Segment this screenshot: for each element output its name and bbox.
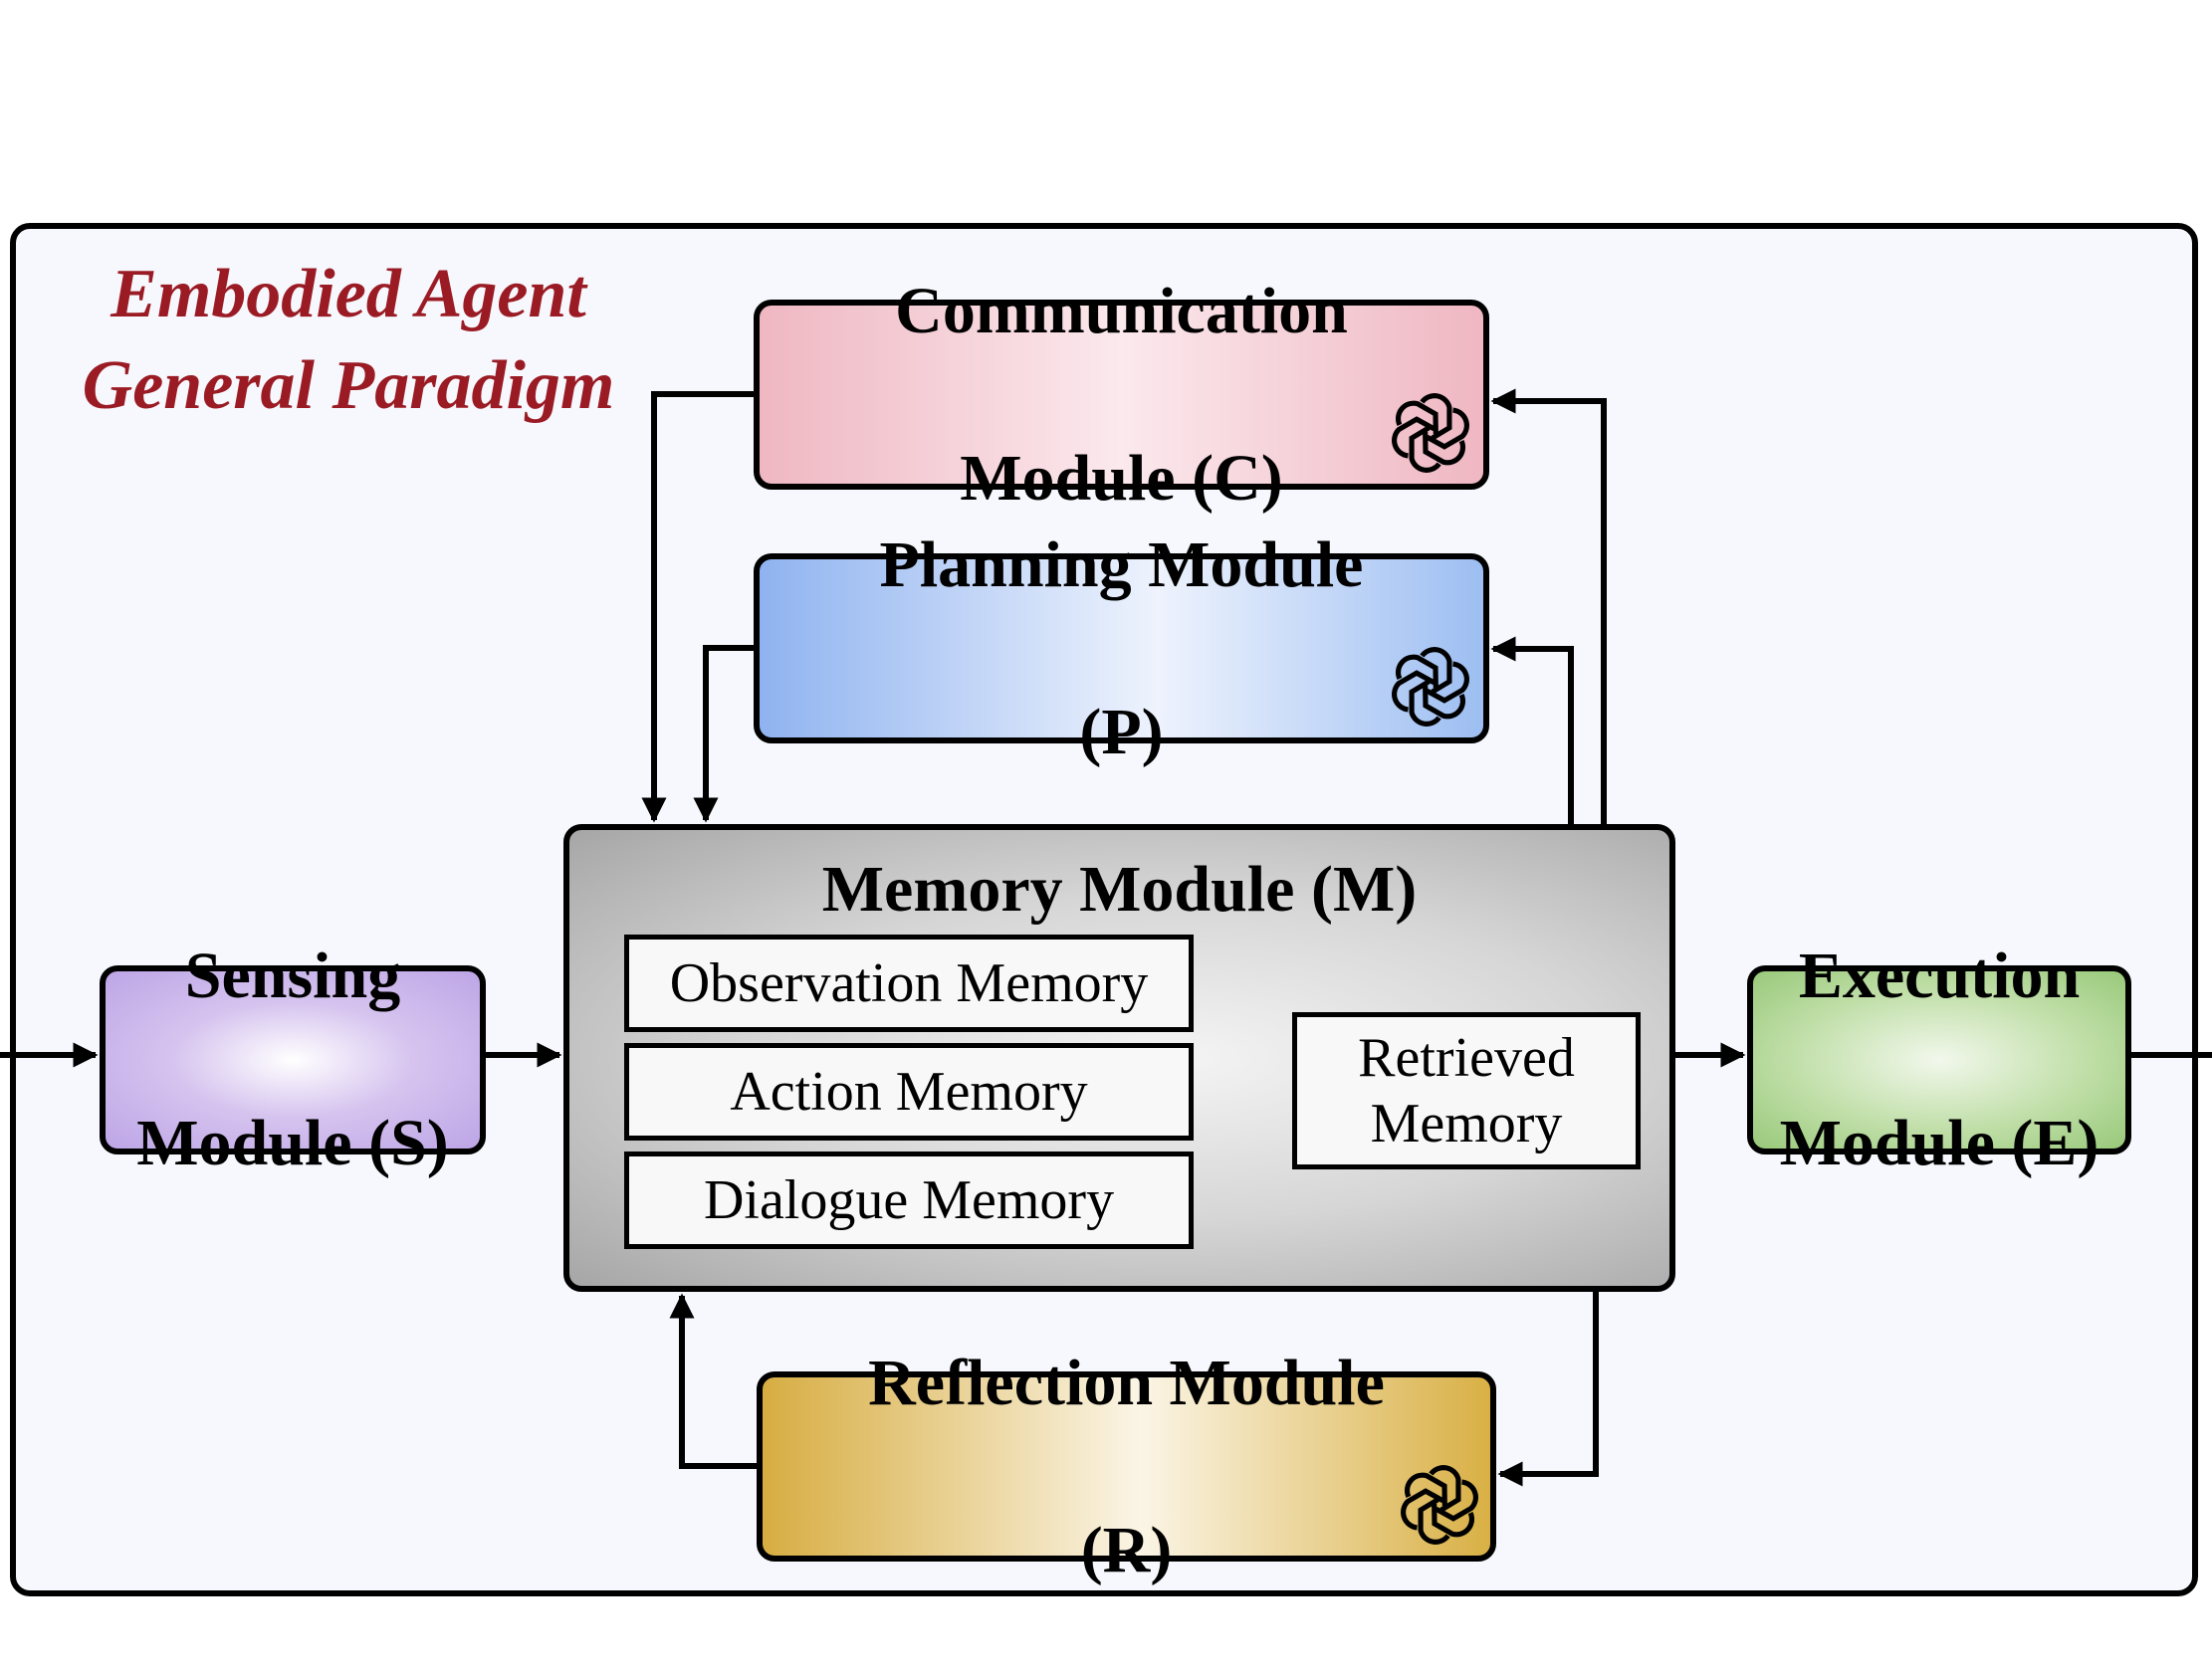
communication-module: Communication Module (C) bbox=[754, 275, 1489, 515]
reflection-label-line-1: Reflection Module bbox=[868, 1346, 1385, 1419]
reflection-module: Reflection Module (R) bbox=[757, 1347, 1496, 1586]
reflection-label-line-2: (R) bbox=[1080, 1513, 1173, 1586]
execution-module: Execution Module (E) bbox=[1747, 940, 2131, 1179]
execution-label-line-2: Module (E) bbox=[1779, 1107, 2100, 1179]
action-memory-box: Action Memory bbox=[624, 1043, 1194, 1141]
diagram-title: Embodied Agent General Paradigm bbox=[30, 249, 667, 432]
openai-logo-icon bbox=[1392, 393, 1469, 473]
sensing-label-line-1: Sensing bbox=[184, 940, 401, 1012]
memory-module-title: Memory Module (M) bbox=[821, 853, 1418, 926]
dialogue-memory-box: Dialogue Memory bbox=[624, 1152, 1194, 1249]
communication-label-line-2: Module (C) bbox=[960, 441, 1283, 515]
title-line-1: Embodied Agent bbox=[111, 256, 586, 332]
retrieved-memory-box: Retrieved Memory bbox=[1292, 1012, 1641, 1169]
planning-label-line-1: Planning Module bbox=[879, 527, 1364, 601]
observation-memory-box: Observation Memory bbox=[624, 935, 1194, 1032]
sensing-label-line-2: Module (S) bbox=[136, 1107, 449, 1179]
planning-label-line-2: (P) bbox=[1079, 695, 1164, 768]
retrieved-memory-line-2: Memory bbox=[1370, 1093, 1563, 1154]
planning-module: Planning Module (P) bbox=[754, 528, 1489, 768]
memory-module: Memory Module (M) Observation Memory Act… bbox=[563, 824, 1675, 1292]
title-line-2: General Paradigm bbox=[82, 347, 615, 424]
communication-label-line-1: Communication bbox=[895, 274, 1348, 347]
retrieved-memory-line-1: Retrieved bbox=[1358, 1027, 1575, 1089]
sensing-module: Sensing Module (S) bbox=[100, 940, 486, 1179]
openai-logo-icon bbox=[1392, 647, 1469, 727]
openai-logo-icon bbox=[1401, 1465, 1478, 1545]
execution-label-line-1: Execution bbox=[1798, 940, 2081, 1012]
